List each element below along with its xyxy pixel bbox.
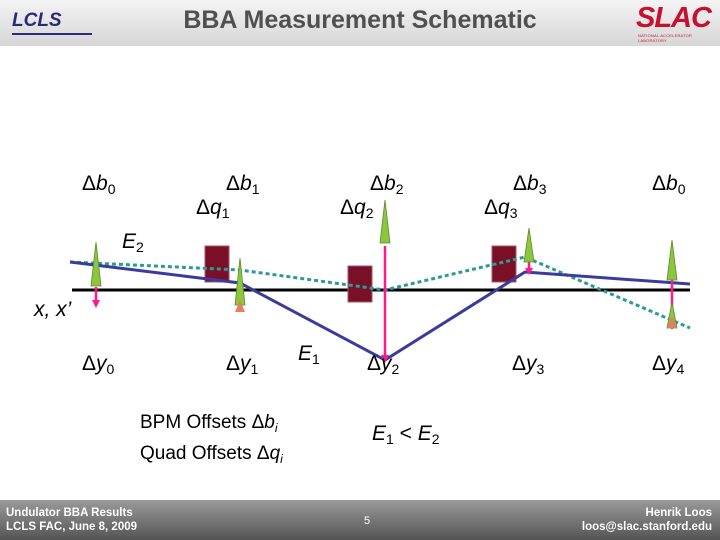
label-e1: E1 — [298, 342, 320, 367]
footer-bar — [0, 500, 720, 540]
bpm-3 — [523, 227, 535, 263]
bpm-2 — [379, 199, 391, 244]
bba-schematic — [69, 199, 691, 363]
offsets-note: BPM Offsets Δbi Quad Offsets Δqi — [140, 410, 283, 472]
bpm-offset-arrows — [92, 246, 676, 363]
label-x-xprime: x, x’ — [34, 298, 72, 321]
footer-talk-title: Undulator BBA Results — [6, 507, 133, 519]
label-dq3: Δq3 — [484, 196, 518, 221]
label-dy3: Δy3 — [512, 352, 545, 377]
trajectory-e1 — [69, 260, 691, 362]
label-db0-end: Δb0 — [652, 172, 686, 197]
quad-offsets-line: Quad Offsets Δqi — [140, 443, 283, 466]
footer-event: LCLS FAC, June 8, 2009 — [6, 521, 138, 533]
label-db3: Δb3 — [513, 172, 547, 197]
label-e2: E2 — [122, 230, 144, 255]
label-dy2: Δy2 — [367, 352, 400, 377]
label-db0: Δb0 — [82, 172, 116, 197]
label-dq2: Δq2 — [340, 196, 374, 221]
trajectory-e2 — [69, 255, 691, 330]
footer-email: loos@slac.stanford.edu — [581, 521, 712, 533]
footer-author: Henrik Loos — [645, 507, 712, 519]
bpm-0 — [90, 241, 102, 287]
label-db2: Δb2 — [370, 172, 404, 197]
slac-logo: SLAC — [636, 2, 712, 34]
footer-left: Undulator BBA Results LCLS FAC, June 8, … — [6, 506, 137, 534]
lcls-logo: LCLS — [12, 10, 62, 31]
slac-logo-tagline: NATIONAL ACCELERATOR LABORATORY — [638, 33, 693, 43]
lcls-logo-underline — [12, 33, 92, 35]
bpm-1-base — [235, 300, 245, 312]
bpm-offsets-line: BPM Offsets Δbi — [140, 412, 278, 435]
bpm-4 — [666, 239, 678, 281]
label-db1: Δb1 — [226, 172, 260, 197]
header-bar — [0, 0, 720, 46]
slide-title: BBA Measurement Schematic — [183, 6, 537, 34]
footer-right: Henrik Loos loos@slac.stanford.edu — [582, 506, 712, 534]
page-number: 5 — [364, 515, 371, 527]
label-dy4: Δy4 — [652, 352, 685, 377]
label-dq1: Δq1 — [196, 196, 230, 221]
bpm-4-base — [667, 316, 677, 328]
label-dy1: Δy1 — [226, 352, 259, 377]
label-dy0: Δy0 — [82, 352, 115, 377]
energy-relation: E1 < E2 — [372, 422, 440, 447]
quad-1 — [204, 245, 230, 283]
